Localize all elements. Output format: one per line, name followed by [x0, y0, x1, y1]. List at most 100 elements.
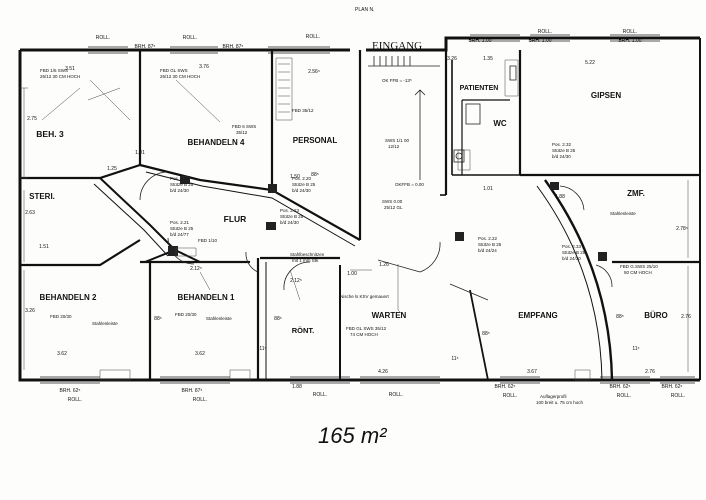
structural-note: OK FFB = -13⁵ [382, 78, 412, 83]
dimension-value: 3.26 [447, 56, 457, 62]
structural-note: FBD G.SWS 25/10 [620, 264, 658, 269]
sink-icon [455, 152, 463, 160]
window-label: BRH. 62⁵ [60, 388, 81, 394]
structural-note: FBD 20/30 [50, 314, 72, 319]
room-label-zmf: ZMF. [627, 189, 645, 198]
column-pos-232 [550, 182, 559, 190]
structural-note: Stahlenleiste [92, 321, 118, 326]
structural-note: b/d 24/30 [552, 154, 571, 159]
dimension-value: 1.51 [39, 244, 49, 250]
dimension-value: 2.12⁵ [290, 278, 302, 284]
washbasin-icon [465, 103, 481, 125]
window-label: BRH. 62⁵ [610, 384, 631, 390]
window-label: BRH. 62⁵ [662, 384, 683, 390]
columns [168, 176, 607, 261]
window-label: BRH. 1.00 [468, 38, 491, 44]
structural-note: 12/12 [388, 144, 400, 149]
window-label: ROLL. [96, 35, 110, 41]
structural-note: 100 breit u. 75 cm hoch [536, 400, 584, 405]
dimension-value: 88⁵ [274, 316, 282, 322]
window-label: BRH. 1.00 [618, 38, 641, 44]
structural-note: Pos. 2.19 [170, 176, 190, 181]
dimension-value: 5.22 [585, 60, 595, 66]
wc-fixtures [453, 65, 517, 163]
room-area-empfang: 3.67 [527, 369, 537, 375]
structural-note: FBD GL SWS 35/12 [346, 326, 387, 331]
structural-note: FBD GL SWS [160, 68, 188, 73]
room-area-behandeln2: 3.62 [57, 351, 67, 357]
window-label: ROLL. [306, 34, 320, 40]
column-pos-233 [598, 252, 607, 261]
structural-note: 26/12 30 CM HOCH [40, 74, 80, 79]
dimension-value: 88⁵ [482, 331, 490, 337]
structural-note: FBD 1/10 [198, 238, 218, 243]
column-pos-221 [168, 246, 178, 256]
header-note: PLAN N. [355, 7, 374, 13]
window-label: ROLL. [623, 29, 637, 35]
door-swings [139, 171, 613, 301]
room-label-warten: WARTEN [372, 311, 407, 320]
room-label-steril: STERI. [29, 192, 55, 201]
structural-note: Stütze B 25 [292, 182, 316, 187]
dimension-value: 2.76 [681, 314, 691, 320]
column-pos-220 [268, 184, 277, 193]
structural-note: 35/12 [236, 130, 248, 135]
dimension-value: 88⁵ [616, 314, 624, 320]
structural-note: Stütze B 25 [552, 148, 576, 153]
window-label: ROLL. [68, 397, 82, 403]
window-label: ROLL. [617, 393, 631, 399]
room-label-behandeln4: BEHANDELN 4 [188, 138, 245, 147]
dimension-value: 88⁵ [154, 316, 162, 322]
structural-note: b/d 24/30 [170, 188, 189, 193]
structural-note: Stütze B 25 [562, 250, 586, 255]
column-pos-219 [180, 176, 190, 184]
room-label-gipsen: GIPSEN [591, 91, 621, 100]
window-label: BRH. 1.00 [528, 38, 551, 44]
structural-note: Pos. 2.33 [562, 244, 582, 249]
structural-note: mit 1 mm Stk [292, 258, 319, 263]
structural-note: b/d 24/30 [292, 188, 311, 193]
dimension-value: 1.01 [135, 150, 145, 156]
dimension-value: 2.56⁵ [308, 69, 320, 75]
room-label-roent: RÖNT. [292, 326, 315, 335]
structural-note: Pos. 2.22 [478, 236, 498, 241]
room-area-roent: 1.88 [292, 384, 302, 390]
dimension-value: 2.75 [27, 116, 37, 122]
structural-note: FBD 35/12 [292, 108, 314, 113]
structural-note: Stütze B 25 [478, 242, 502, 247]
room-area-behandeln1: 3.62 [195, 351, 205, 357]
structural-note: Stütze B 25 [170, 226, 194, 231]
structural-note: b/d 24/77 [170, 232, 189, 237]
room-label-flur: FLUR [224, 214, 247, 224]
column-pos-223 [266, 222, 276, 230]
dimension-value: 11⁵ [259, 346, 266, 352]
dimension-value: 1.00 [347, 271, 357, 277]
dimension-value: 1.50 [290, 174, 300, 180]
toilet-icon [453, 149, 465, 163]
dimension-value: 2.78⁵ [676, 226, 688, 232]
structural-note: FBD 1/6 SWS [40, 68, 68, 73]
window-label: BRH. 87⁵ [135, 44, 156, 50]
room-label-wc: WC [493, 119, 507, 128]
window-label: ROLL. [313, 392, 327, 398]
dimension-value: 11⁵ [632, 346, 639, 352]
room-label-behandeln1: BEHANDELN 1 [178, 293, 235, 302]
dimension-value: 1.26 [379, 262, 389, 268]
dimension-value: 2.63 [25, 210, 35, 216]
dimension-value: 3.26 [25, 308, 35, 314]
interior-walls [20, 50, 700, 381]
dimension-value: 3.76 [199, 64, 209, 70]
window-label: ROLL. [193, 397, 207, 403]
structural-note: OKFFB = 0.00 [395, 182, 424, 187]
dimension-value: 1.01 [483, 186, 493, 192]
structural-note: SWS 1/1 00 [385, 138, 410, 143]
dimension-value: 11⁵ [451, 356, 458, 362]
dimension-value: 1.25 [107, 166, 117, 172]
structural-note: Pos. 2.32 [552, 142, 572, 147]
room-label-behandeln2: BEHANDELN 2 [40, 293, 97, 302]
